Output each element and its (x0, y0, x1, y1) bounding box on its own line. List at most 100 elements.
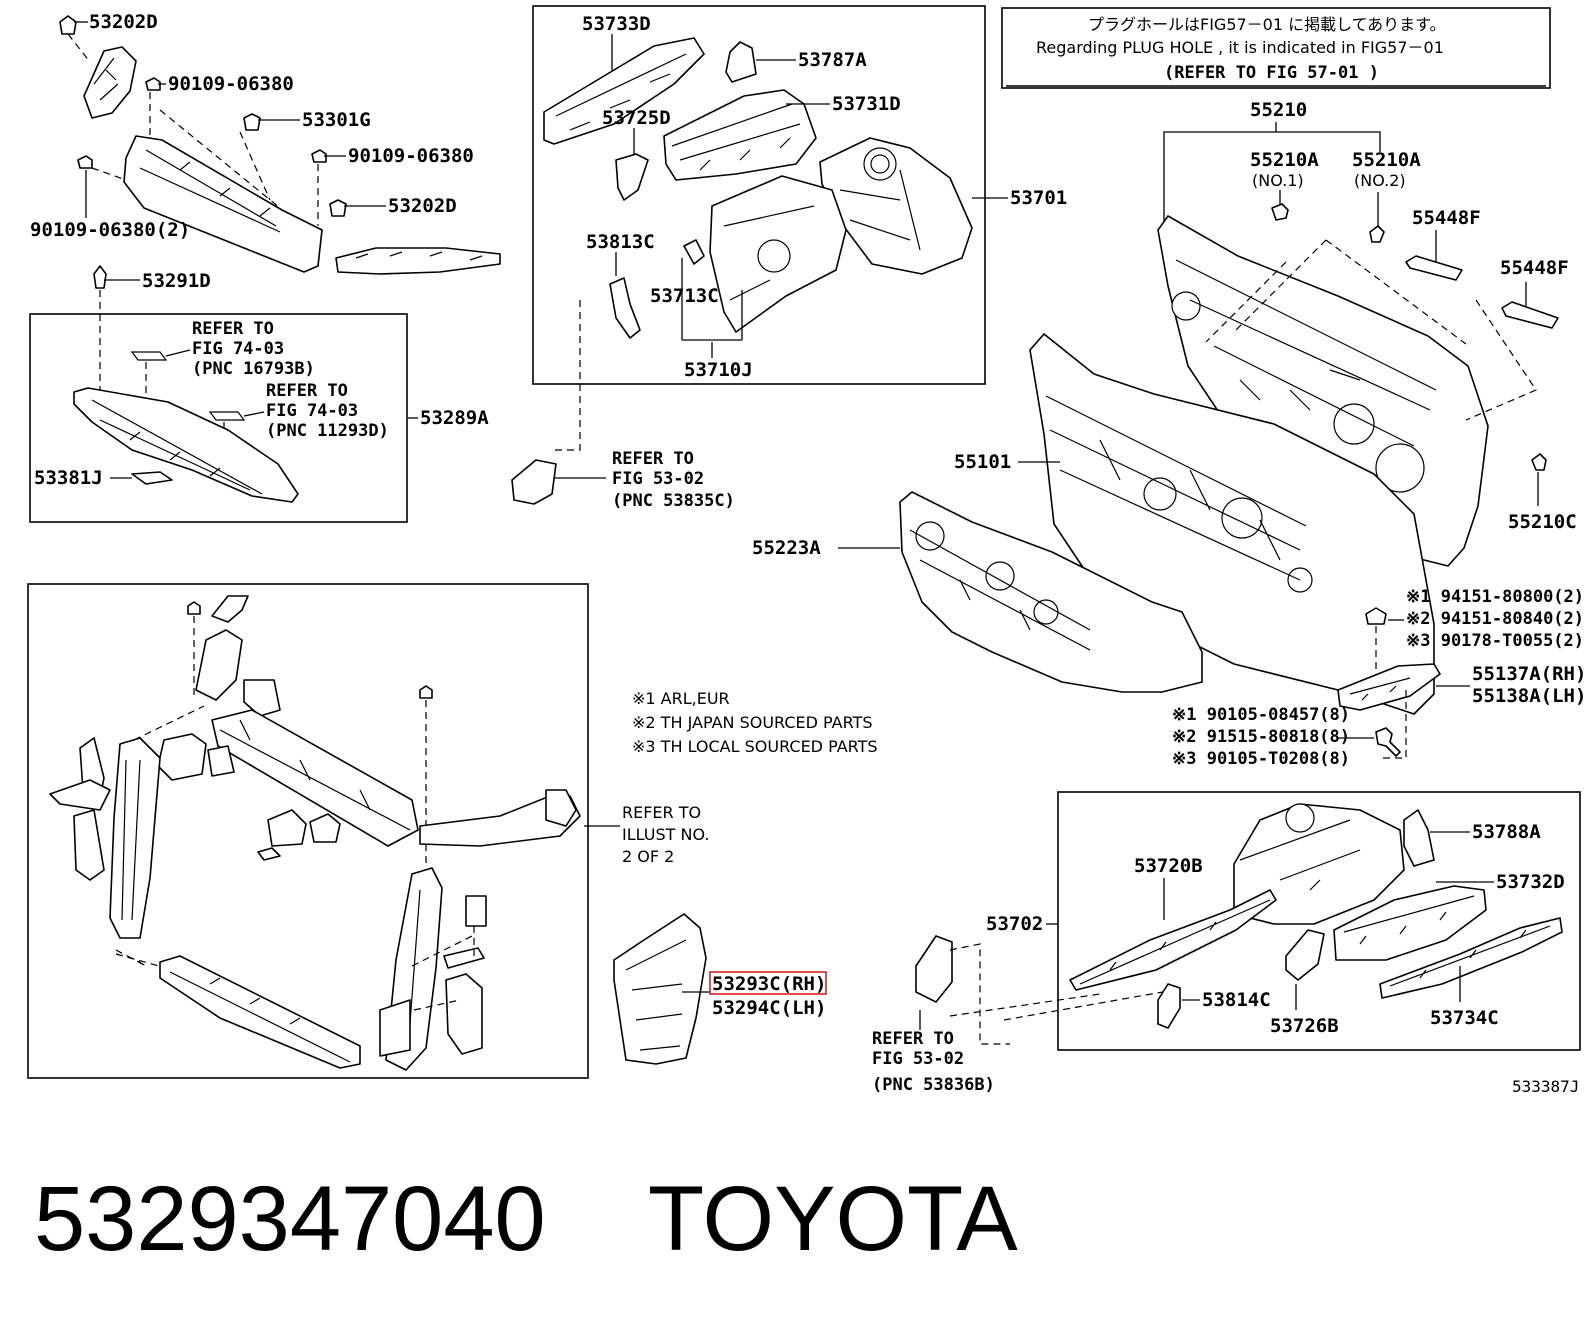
label-53734C: 53734C (1430, 1007, 1499, 1029)
label-55448F-a: 55448F (1412, 207, 1481, 229)
label-53381J: 53381J (34, 467, 103, 489)
legend-line2: ※2 TH JAPAN SOURCED PARTS (632, 713, 873, 732)
notice-ref: (REFER TO FIG 57-01 ) (1164, 63, 1379, 83)
part-55101-dash-panel (1029, 333, 1435, 715)
label-53726B: 53726B (1270, 1015, 1339, 1037)
part-53814C-bracket (1157, 983, 1181, 1029)
part-53702-apron-lh (1233, 803, 1405, 925)
label-55210A-no2: 55210A (1352, 149, 1421, 171)
label-53733D: 53733D (582, 13, 651, 35)
label-55210C: 55210C (1508, 511, 1577, 533)
ref5-line1: REFER TO (872, 1029, 954, 1049)
ref1-line1: REFER TO (192, 319, 274, 339)
part-radiator-support-bracket (83, 46, 137, 119)
part-53733D-upper-member (543, 37, 705, 145)
part-radiator-support-pillar (109, 737, 161, 939)
label-53720B: 53720B (1134, 855, 1203, 877)
label-90109-06380-c: 90109-06380(2) (30, 219, 190, 241)
label-53289A: 53289A (420, 407, 489, 429)
label-53293C-rh[interactable]: 53293C(RH) (712, 973, 826, 995)
footer-part-number: 5329347040 (34, 1168, 546, 1270)
part-55137A-cowl-bracket (1337, 663, 1441, 711)
ref3-line1: REFER TO (612, 449, 694, 469)
label-55101: 55101 (954, 451, 1011, 473)
part-53836B-bracket (915, 935, 953, 1003)
ref5-line3: (PNC 53836B) (872, 1075, 995, 1095)
label-53291D: 53291D (142, 270, 211, 292)
ref4-line2: ILLUST NO. (622, 825, 709, 844)
label-53202D-a: 53202D (89, 11, 158, 33)
frame-hood-lock-support (29, 313, 408, 523)
part-hood-lock-support (73, 387, 299, 503)
part-55210-dash-insulator (1157, 215, 1489, 567)
legend-line1: ※1 ARL,EUR (632, 689, 730, 708)
frame-cowl-group (532, 5, 986, 385)
bolt-list1-line1: ※1 94151-80800(2) (1406, 587, 1584, 607)
part-radiator-support-lh-bracket (335, 247, 501, 275)
label-53787A: 53787A (798, 49, 867, 71)
notice-jp: プラグホールはFIG57－01 に掲載してあります。 (1088, 15, 1446, 34)
bolt-list2-line3: ※3 90105-T0208(8) (1172, 749, 1350, 769)
label-53731D: 53731D (832, 93, 901, 115)
label-90109-06380-b: 90109-06380 (348, 145, 474, 167)
bolt-list2-line2: ※2 91515-80818(8) (1172, 727, 1350, 747)
ref4-line3: 2 OF 2 (622, 847, 674, 866)
legend-line3: ※3 TH LOCAL SOURCED PARTS (632, 737, 878, 756)
label-55137A-rh: 55137A(RH) (1472, 663, 1586, 685)
footer-brand: TOYOTA (648, 1168, 1018, 1270)
highlight-box-53293C (709, 971, 827, 995)
part-53293C-headlamp-protector (613, 913, 707, 1065)
label-53301G: 53301G (302, 109, 371, 131)
frame-radiator-support (27, 583, 589, 1079)
label-53702: 53702 (986, 913, 1043, 935)
ref2-line1: REFER TO (266, 381, 348, 401)
part-radiator-support-side-lh (49, 737, 111, 881)
part-radiator-support-side-upper (195, 629, 281, 717)
ref2-line2: FIG 74-03 (266, 401, 358, 421)
label-55210A-no1-sub: (NO.1) (1252, 171, 1304, 190)
ref5-line2: FIG 53-02 (872, 1049, 964, 1069)
label-53294C-lh: 53294C(LH) (712, 997, 826, 1019)
label-55210A-no1: 55210A (1250, 149, 1319, 171)
part-53734C-member (1379, 917, 1563, 999)
label-53788A: 53788A (1472, 821, 1541, 843)
label-55448F-b: 55448F (1500, 257, 1569, 279)
label-53713C: 53713C (650, 285, 719, 307)
label-55210A-no2-sub: (NO.2) (1354, 171, 1406, 190)
part-55223A-dash-silencer (899, 491, 1203, 693)
part-53788A-bracket (1403, 809, 1435, 867)
ref3-line2: FIG 53-02 (612, 469, 704, 489)
part-53720B-member (1069, 889, 1277, 991)
part-53726B-bracket (1285, 929, 1325, 981)
bolt-list1-line3: ※3 90178-T0055(2) (1406, 631, 1584, 651)
label-53202D-b: 53202D (388, 195, 457, 217)
part-53710J-apron-panel (709, 175, 847, 333)
part-radiator-support-lower (159, 955, 361, 1069)
part-53835C-bracket (511, 459, 557, 505)
label-53813C: 53813C (586, 231, 655, 253)
label-53725D: 53725D (602, 107, 671, 129)
label-55210: 55210 (1250, 99, 1307, 121)
part-radiator-support-upper-main (211, 709, 419, 847)
label-55223A: 55223A (752, 537, 821, 559)
part-radiator-support-upper (123, 135, 323, 273)
notice-en: Regarding PLUG HOLE , it is indicated in… (1036, 38, 1444, 57)
ref3-line3: (PNC 53835C) (612, 491, 735, 511)
label-53814C: 53814C (1202, 989, 1271, 1011)
bolt-list1-line2: ※2 94151-80840(2) (1406, 609, 1584, 629)
ref2-line3: (PNC 11293D) (266, 421, 389, 441)
label-90109-06380-a: 90109-06380 (168, 73, 294, 95)
catalog-code: 533387J (1512, 1077, 1579, 1096)
bolt-list2-line1: ※1 90105-08457(8) (1172, 705, 1350, 725)
label-55138A-lh: 55138A(LH) (1472, 685, 1586, 707)
part-radiator-support-side-rh (379, 867, 487, 1071)
frame-notice (1001, 7, 1551, 89)
frame-apron-lh (1057, 791, 1581, 1051)
part-53787A-bracket (725, 41, 757, 83)
label-53732D: 53732D (1496, 871, 1565, 893)
part-53701-apron-rh (819, 137, 973, 275)
ref1-line3: (PNC 16793B) (192, 359, 315, 379)
part-53731D-cowl-panel (663, 89, 817, 181)
label-53701: 53701 (1010, 187, 1067, 209)
